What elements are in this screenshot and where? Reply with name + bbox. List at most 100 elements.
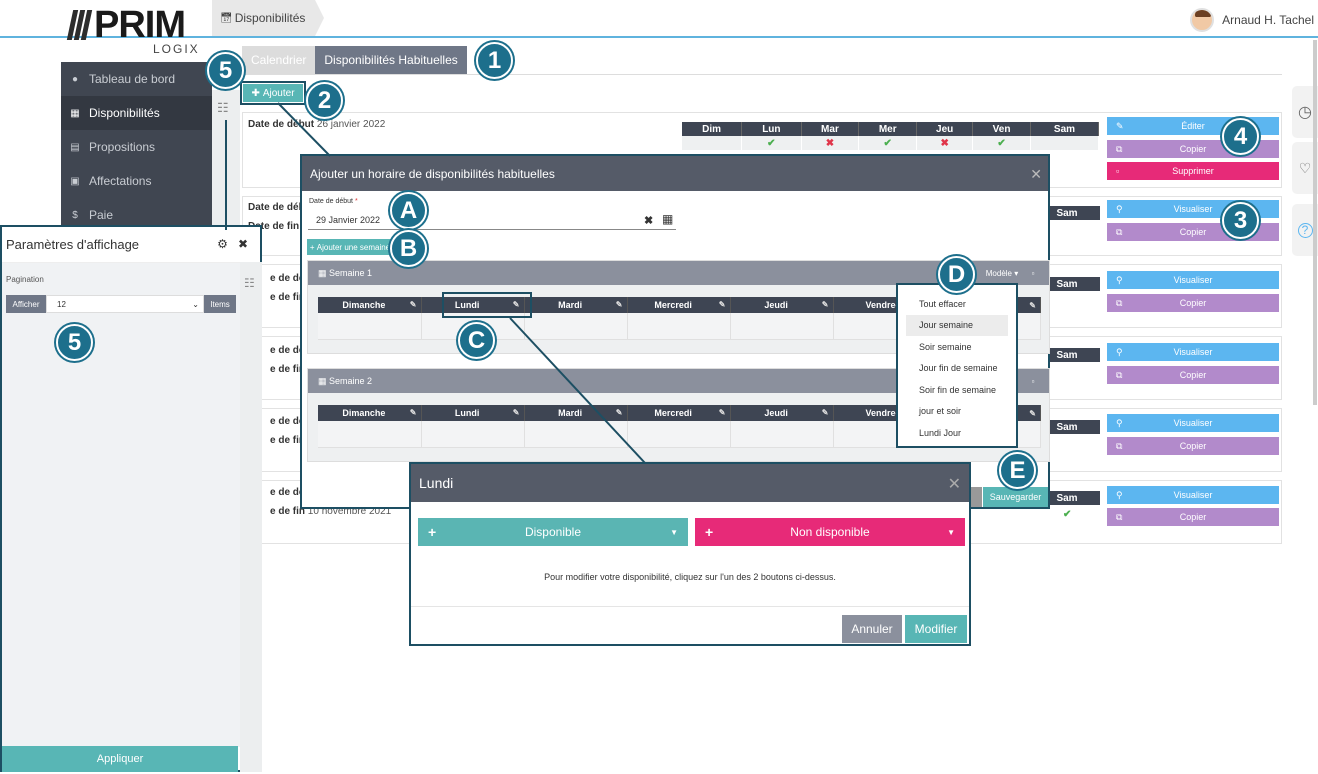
available-check-icon: ✔ [1063,509,1072,520]
day-cell[interactable] [421,421,525,448]
prim-logix-logo[interactable]: PRIM LOGIX [66,4,210,56]
copy-button[interactable]: ⧉Copier [1107,366,1279,384]
modal-footer-divider [411,606,969,607]
search-icon: ⚲ [1116,346,1123,357]
tab-habitual-availabilities[interactable]: Disponibilités Habituelles [315,46,467,74]
day-header-tuesday[interactable]: Mardi✎ [524,297,628,313]
day-header-thursday[interactable]: Jeudi✎ [730,297,834,313]
edit-icon[interactable]: ✎ [409,408,417,417]
sidebar-item-proposals[interactable]: ▤Propositions [61,130,212,164]
menu-item-weekend-evening[interactable]: Soir fin de semaine [919,384,997,395]
filter-icon[interactable]: ☷ [244,276,255,290]
save-button[interactable]: Sauvegarder [983,487,1048,507]
page-scrollbar[interactable] [1313,40,1317,405]
filter-toggle-icon[interactable]: ☷ [217,100,229,115]
apply-button[interactable]: Appliquer [2,746,238,772]
edit-icon[interactable]: ✎ [409,300,417,309]
sidebar-item-pay[interactable]: $Paie [61,198,212,232]
edit-icon[interactable]: ✎ [615,300,623,309]
modal-secondary-button[interactable] [968,487,982,507]
calendar-icon: 📅︎ [220,12,233,24]
edit-icon[interactable]: ✎ [821,300,829,309]
copy-button-label: Copier [1179,441,1207,451]
breadcrumb[interactable]: 📅︎Disponibilités [212,0,324,36]
user-menu[interactable]: Arnaud H. Tachel [1190,8,1314,32]
day-cell[interactable] [730,421,834,448]
sidebar-item-availabilities[interactable]: ▦Disponibilités [61,96,212,130]
day-header-sunday[interactable]: Dimanche✎ [318,297,422,313]
day-header-monday[interactable]: Lundi✎ [421,297,525,313]
copy-icon: ⧉ [1116,511,1123,522]
modify-button[interactable]: Modifier [905,615,967,643]
day-cell[interactable] [318,313,422,340]
view-button[interactable]: ⚲Visualiser [1107,271,1279,289]
copy-button[interactable]: ⧉Copier [1107,437,1279,455]
day-header-sunday[interactable]: Dimanche✎ [318,405,422,421]
gear-icon[interactable]: ⚙ [217,237,228,251]
tab-calendar[interactable]: Calendrier [242,46,316,74]
menu-item-day-and-evening[interactable]: jour et soir [919,406,962,417]
available-dropdown-button[interactable]: +Disponible▼ [418,518,688,546]
cancel-button[interactable]: Annuler [842,615,902,643]
edit-icon[interactable]: ✎ [512,300,520,309]
copy-button[interactable]: ⧉Copier [1107,508,1279,526]
delete-week-button[interactable]: ▫ [1025,373,1041,389]
add-button[interactable]: ✚Ajouter [240,81,306,105]
callout-badge-5-top: 5 [207,52,244,89]
view-button-label: Visualiser [1173,347,1213,357]
view-button[interactable]: ⚲Visualiser [1107,414,1279,432]
day-cell[interactable] [730,313,834,340]
view-button[interactable]: ⚲Visualiser [1107,486,1279,504]
calendar-icon[interactable]: ▦ [662,212,674,226]
delete-week-button[interactable]: ▫ [1025,265,1041,281]
day-cell[interactable] [627,313,731,340]
sidebar-item-assignments[interactable]: ▣Affectations [61,164,212,198]
model-dropdown[interactable]: Modèle ▾ [980,265,1024,281]
edit-icon[interactable]: ✎ [512,408,520,417]
bell-icon: ♡ [1298,159,1312,176]
edit-icon[interactable]: ✎ [1029,300,1036,310]
edit-icon[interactable]: ✎ [1029,408,1036,418]
day-cell[interactable] [627,421,731,448]
day-header-wednesday[interactable]: Mercredi✎ [627,297,731,313]
close-icon[interactable]: ✕ [1030,166,1042,182]
menu-item-weekend-day[interactable]: Jour fin de semaine [919,363,998,374]
help-icon: ? [1297,222,1313,238]
menu-item-weekday-evening[interactable]: Soir semaine [919,341,972,352]
page-size-select[interactable]: 12⌄ [46,295,204,313]
edit-icon[interactable]: ✎ [718,408,726,417]
items-label: Items [204,295,236,313]
edit-icon[interactable]: ✎ [615,408,623,417]
view-button[interactable]: ⚲ Visualiser [1107,343,1279,361]
menu-item-monday-day[interactable]: Lundi Jour [919,427,962,438]
day-header: Jeu [916,122,974,136]
plus-icon: + [309,242,317,252]
end-date-label-2: Date de fin [248,221,300,232]
clear-icon[interactable]: ✖ [644,215,654,227]
close-icon[interactable]: ✖ [237,237,248,251]
day-header-thursday[interactable]: Jeudi✎ [730,405,834,421]
end-date-label-4: e de fin [270,364,306,375]
week-1-title: Semaine 1 [329,268,373,278]
unavailable-dropdown-button[interactable]: +Non disponible▼ [695,518,965,546]
add-week-button[interactable]: + Ajouter une semaine [307,239,393,255]
start-date-label-6: e de déb [270,487,311,498]
sidebar-item-dashboard[interactable]: ●Tableau de bord [61,62,212,96]
available-check-icon: ✔ [741,136,802,150]
day-cell[interactable] [318,421,422,448]
day-header-wednesday[interactable]: Mercredi✎ [627,405,731,421]
delete-button[interactable]: ▫Supprimer [1107,162,1279,180]
edit-icon[interactable]: ✎ [821,408,829,417]
day-header-monday[interactable]: Lundi✎ [421,405,525,421]
start-date-input[interactable]: 29 Janvier 2022 ✖ ▦ [308,210,676,230]
menu-item-clear-all[interactable]: Tout effacer [919,298,966,309]
menu-item-weekday-day[interactable]: Jour semaine [906,314,1008,336]
day-cell[interactable] [524,313,628,340]
delete-button-label: Supprimer [1172,166,1214,176]
pagination-row: Afficher 12⌄ Items [6,295,236,313]
copy-button[interactable]: ⧉Copier [1107,294,1279,312]
close-icon[interactable]: ✕ [947,476,961,493]
start-date-field-label: Date de début * [309,198,358,205]
edit-icon[interactable]: ✎ [718,300,726,309]
dollar-icon: $ [72,209,78,221]
